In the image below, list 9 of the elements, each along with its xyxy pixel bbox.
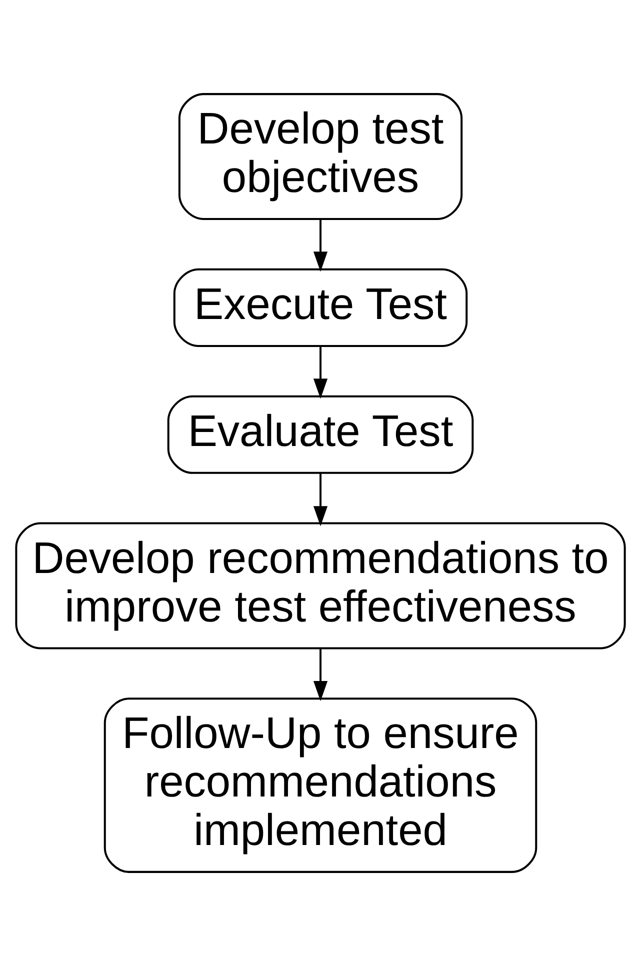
arrow [313, 346, 328, 399]
node-box: Evaluate Test [167, 395, 474, 474]
node-box: Execute Test [173, 268, 468, 347]
node-box: Develop recommendations to improve test effectiveness [15, 522, 626, 650]
arrow [313, 473, 328, 526]
arrow [313, 219, 328, 272]
node-box: Develop test objectives [178, 93, 463, 220]
arrow [313, 648, 328, 702]
node-box: Follow-Up to ensure recommendations implemented [104, 698, 538, 873]
